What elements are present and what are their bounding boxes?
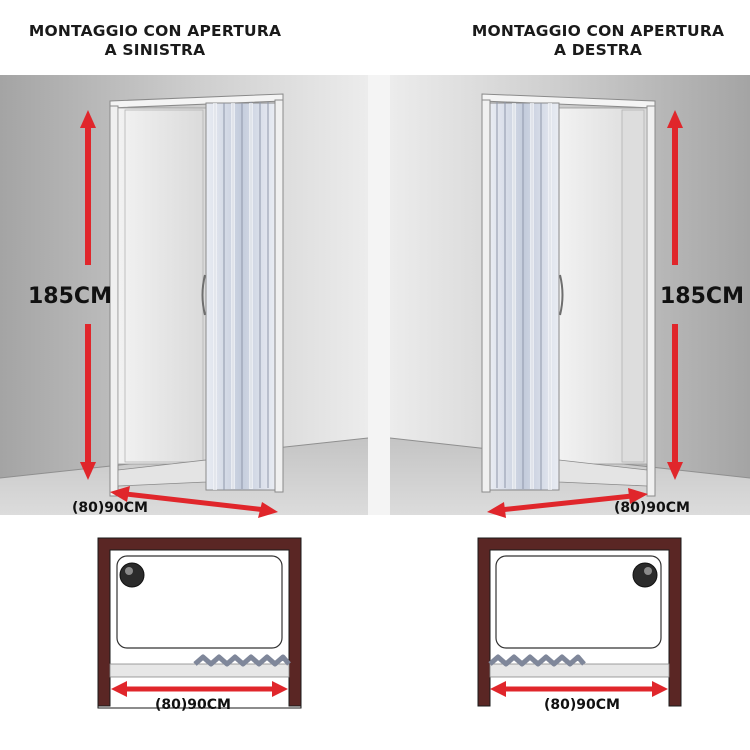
folding-door-icon	[201, 102, 276, 491]
door-handle-icon	[201, 274, 206, 316]
folding-door-icon	[489, 102, 564, 491]
door-handle-icon	[559, 274, 564, 316]
folded-panels-icon	[193, 654, 291, 667]
left-plan-walls	[97, 537, 302, 707]
right-title: MONTAGGIO CON APERTURA A DESTRA	[448, 22, 748, 60]
right-shower-tray	[495, 555, 662, 649]
right-scene	[389, 75, 750, 518]
right-plan-width-arrow	[490, 681, 668, 697]
right-plan-walls	[477, 537, 682, 707]
right-title-line2: A DESTRA	[553, 41, 643, 59]
left-plan-width-label: (80)90CM	[155, 697, 231, 713]
left-width-label: (80)90CM	[72, 500, 148, 516]
right-width-label: (80)90CM	[614, 500, 690, 516]
left-height-label: 185CM	[28, 284, 112, 309]
right-plan	[477, 537, 682, 707]
left-title: MONTAGGIO CON APERTURA A SINISTRA	[5, 22, 305, 60]
drain-icon	[632, 562, 658, 588]
left-shower-tray	[116, 555, 283, 649]
right-height-arrow	[667, 110, 683, 480]
left-title-line2: A SINISTRA	[104, 41, 206, 59]
right-door-track	[489, 663, 670, 678]
right-title-line1: MONTAGGIO CON APERTURA	[471, 22, 725, 40]
left-shower-frame	[109, 93, 284, 497]
drain-icon	[119, 562, 145, 588]
left-plan	[97, 537, 302, 709]
left-plan-width-arrow	[111, 681, 288, 697]
folded-panels-icon	[488, 654, 586, 667]
left-scene	[0, 75, 369, 518]
right-width-arrow	[487, 488, 648, 518]
right-height-label: 185CM	[660, 284, 744, 309]
left-height-arrow	[80, 110, 96, 480]
right-shower-frame	[481, 93, 656, 497]
left-width-arrow	[110, 486, 278, 518]
right-plan-width-label: (80)90CM	[544, 697, 620, 713]
left-title-line1: MONTAGGIO CON APERTURA	[28, 22, 282, 40]
left-door-track	[109, 663, 290, 678]
